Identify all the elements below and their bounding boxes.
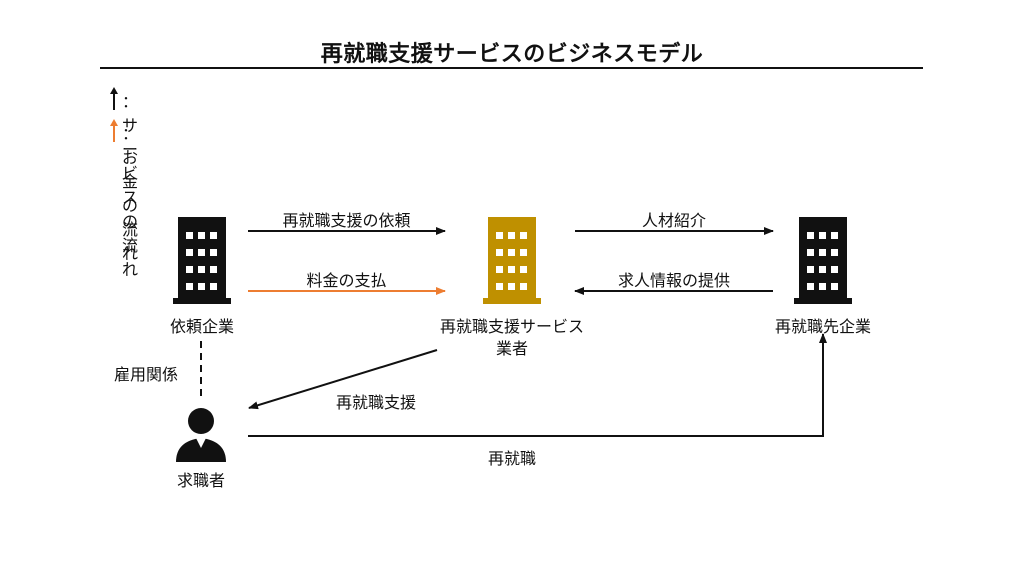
provider-label: 再就職支援サービス [439, 317, 584, 336]
provider-building-icon [483, 217, 541, 304]
job-info-label: 求人情報の提供 [617, 271, 730, 290]
request-label: 再就職支援の依頼 [282, 211, 411, 230]
client-company-building-icon [173, 217, 231, 304]
legend-label-service: ：サービスの流れ [122, 92, 139, 279]
introduce-label: 人材紹介 [641, 211, 706, 230]
client-company-label: 依頼企業 [169, 317, 234, 336]
new-employer-label: 再就職先企業 [774, 317, 871, 336]
orange-up-arrow-icon [110, 119, 118, 142]
job-seeker-person-icon [176, 408, 226, 462]
reemployment-arrow [248, 333, 827, 437]
provider-label-line2: 業者 [495, 339, 528, 358]
payment-label: 料金の支払 [306, 271, 387, 290]
reemployment-label: 再就職 [487, 449, 536, 468]
black-up-arrow-icon [110, 87, 118, 110]
support-arrow [248, 349, 438, 410]
employment-label: 雇用関係 [114, 365, 179, 384]
page-title: 再就職支援サービスのビジネスモデル [320, 42, 704, 67]
job-seeker-label: 求職者 [176, 471, 225, 490]
title-divider [100, 67, 923, 69]
support-label: 再就職支援 [336, 393, 417, 412]
new-employer-building-icon [794, 217, 852, 304]
legend-label-money: ：お金の流れ [122, 124, 139, 263]
